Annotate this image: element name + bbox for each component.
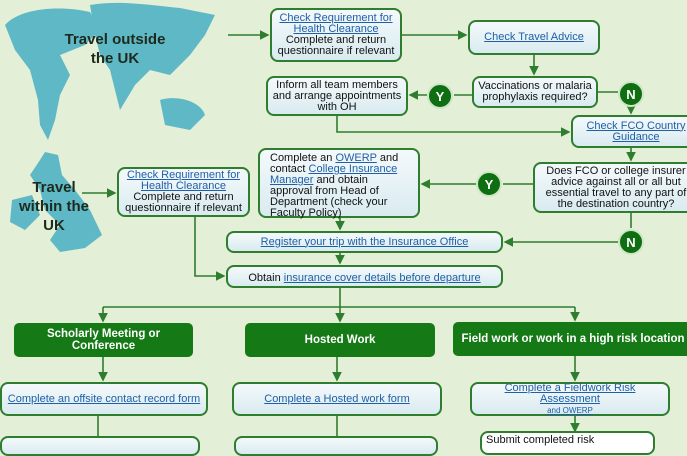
register-trip-link[interactable]: Register your trip with the Insurance Of…	[260, 235, 469, 248]
category-field-work: Field work or work in a high risk locati…	[453, 322, 687, 356]
offsite-contact-form-box: Complete an offsite contact record form	[0, 382, 208, 416]
offsite-contact-form-link[interactable]: Complete an offsite contact record form	[7, 392, 201, 405]
fco-guidance-link[interactable]: Check FCO Country Guidance	[586, 119, 686, 143]
uk-map-icon	[10, 152, 102, 252]
yes-badge: Y	[476, 171, 502, 197]
box-text: and obtain approval from Head of Departm…	[270, 174, 388, 219]
vaccinations-question-box: Vaccinations or malaria prophylaxis requ…	[472, 76, 598, 108]
inform-box: Inform all team members and arrange appo…	[266, 76, 408, 116]
world-map-icon	[5, 2, 215, 140]
health-clearance-link[interactable]: Check Requirement for Health Clearance	[126, 169, 241, 192]
box-text: Obtain	[248, 272, 284, 284]
hosted-work-form-box: Complete a Hosted work form	[232, 382, 442, 416]
college-insurance-manager-link[interactable]: College Insurance Manager	[270, 163, 398, 186]
box-text: Submit completed risk	[486, 434, 595, 446]
box-text: Complete an	[270, 152, 336, 164]
travel-advice-box: Check Travel Advice	[468, 20, 600, 55]
box-text: Complete and return questionnaire if rel…	[125, 191, 242, 214]
travel-within-uk-label: Travel within the UK	[19, 179, 89, 234]
owerp-link[interactable]: and OWERP	[547, 405, 593, 415]
no-badge: N	[618, 81, 644, 107]
insurance-cover-link[interactable]: insurance cover details before departure	[283, 272, 481, 284]
no-badge: N	[618, 229, 644, 255]
owerp-box: Complete an OWERP and contact College In…	[258, 148, 420, 219]
box-text: Vaccinations or malaria prophylaxis requ…	[478, 80, 592, 103]
next-step-box	[234, 436, 438, 456]
connectors	[5, 2, 636, 440]
submit-risk-box: Submit completed risk	[480, 431, 655, 455]
health-clearance-link[interactable]: Check Requirement for Health Clearance	[279, 12, 393, 35]
fieldwork-risk-link[interactable]: Complete a Fieldwork Risk Assessment	[504, 381, 636, 405]
box-text: Does FCO or college insurer advice again…	[545, 164, 687, 210]
fco-question-box: Does FCO or college insurer advice again…	[533, 162, 687, 213]
category-scholarly-meeting: Scholarly Meeting or Conference	[14, 323, 193, 357]
next-step-box	[0, 436, 200, 456]
hosted-work-form-link[interactable]: Complete a Hosted work form	[264, 392, 410, 405]
box-text: Complete and return questionnaire if rel…	[277, 34, 395, 57]
box-text: and contact	[270, 152, 399, 175]
obtain-insurance-box: Obtain insurance cover details before de…	[226, 265, 503, 288]
travel-outside-uk-label: Travel outside the UK	[64, 31, 166, 67]
category-hosted-work: Hosted Work	[245, 323, 435, 357]
yes-badge: Y	[427, 83, 453, 109]
fco-guidance-box: Check FCO Country Guidance	[571, 115, 687, 148]
owerp-link[interactable]: OWERP	[335, 152, 377, 164]
box-text: Inform all team members and arrange appo…	[272, 78, 402, 113]
travel-advice-link[interactable]: Check Travel Advice	[484, 31, 584, 43]
register-trip-box: Register your trip with the Insurance Of…	[226, 231, 503, 253]
